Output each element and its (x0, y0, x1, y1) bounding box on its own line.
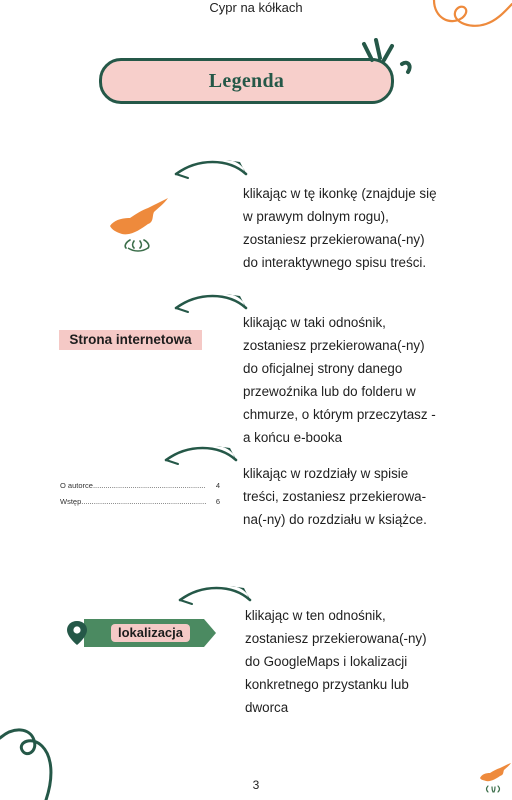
map-pin-icon (67, 621, 87, 645)
toc-entry[interactable]: Wstęp ..................................… (60, 497, 220, 506)
toc-entry[interactable]: O autorce ..............................… (60, 481, 220, 490)
website-link-badge[interactable]: Strona internetowa (59, 330, 202, 350)
cyprus-map-icon[interactable] (478, 762, 512, 796)
curved-arrow-icon (174, 160, 248, 179)
website-description: klikając w taki odnośnik, zostaniesz prz… (243, 315, 436, 445)
legend-box: Legenda (99, 58, 394, 104)
green-swirl-decoration (0, 728, 53, 800)
curved-arrow-icon (174, 294, 248, 313)
location-description: klikając w ten odnośnik, zostaniesz prze… (245, 608, 427, 715)
toc-description: klikając w rozdziały w spisie treści, zo… (243, 466, 427, 527)
toc-leader-dots: ........................................… (81, 497, 206, 506)
orange-swirl-decoration (432, 0, 512, 27)
sparkle-decoration (362, 38, 412, 74)
page-number: 3 (252, 778, 260, 792)
document-title: Cypr na kółkach (209, 0, 303, 15)
cyprus-map-icon[interactable] (108, 196, 170, 254)
curved-arrow-icon (164, 446, 238, 465)
location-link-label[interactable]: lokalizacja (111, 624, 190, 642)
legend-banner: Legenda (99, 58, 394, 104)
toc-leader-dots: ........................................… (92, 481, 206, 490)
curved-arrow-icon (178, 586, 252, 605)
island-description: klikając w tę ikonkę (znajduje się w pra… (243, 186, 437, 270)
legend-title: Legenda (208, 69, 285, 92)
